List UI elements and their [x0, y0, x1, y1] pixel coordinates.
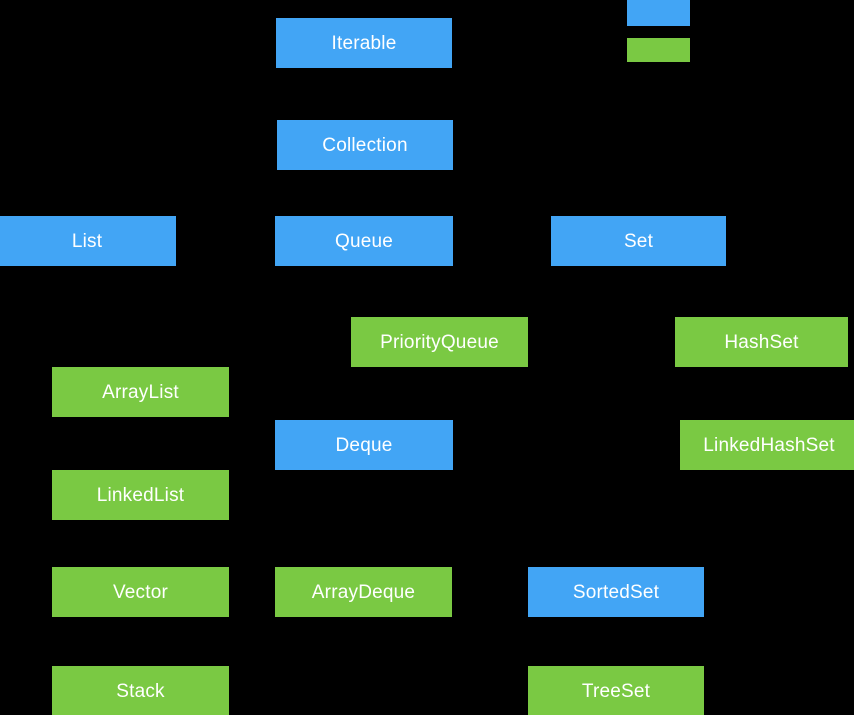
- edge-list-to-arraylist: [86, 266, 142, 367]
- node-label: Set: [623, 230, 654, 252]
- edge-collection-to-set: [364, 170, 640, 216]
- edge-iterable-to-collection: [363, 68, 366, 120]
- node-arraylist[interactable]: ArrayList: [52, 367, 229, 417]
- node-label: Collection: [322, 134, 408, 156]
- node-priorityqueue[interactable]: PriorityQueue: [351, 317, 528, 367]
- legend-swatch-class: [627, 38, 690, 62]
- edge-deque-to-arraydeque: [362, 470, 365, 567]
- node-label: Queue: [334, 230, 394, 252]
- edge-collection-to-list: [86, 170, 366, 216]
- node-queue[interactable]: Queue: [275, 216, 453, 266]
- node-label: List: [71, 230, 103, 252]
- node-label: Deque: [335, 434, 393, 456]
- legend-swatch-interface: [627, 0, 690, 26]
- node-collection[interactable]: Collection: [277, 120, 453, 170]
- edge-hashset-to-linkedhashset: [760, 367, 770, 420]
- node-label: PriorityQueue: [380, 331, 499, 353]
- node-label: ArrayList: [102, 381, 179, 403]
- node-set[interactable]: Set: [551, 216, 726, 266]
- node-sortedset[interactable]: SortedSet: [528, 567, 704, 617]
- node-label: Stack: [116, 680, 165, 702]
- node-arraydeque[interactable]: ArrayDeque: [275, 567, 452, 617]
- node-label: ArrayDeque: [311, 581, 416, 603]
- node-label: Iterable: [331, 32, 397, 54]
- node-label: LinkedHashSet: [703, 434, 835, 456]
- node-label: Vector: [112, 581, 169, 603]
- edge-collection-to-queue: [363, 170, 366, 216]
- node-label: LinkedList: [96, 484, 185, 506]
- node-treeset[interactable]: TreeSet: [528, 666, 704, 715]
- node-label: HashSet: [724, 331, 799, 353]
- node-vector[interactable]: Vector: [52, 567, 229, 617]
- edge-queue-to-priorityqueue: [363, 266, 441, 317]
- node-deque[interactable]: Deque: [275, 420, 453, 470]
- node-label: TreeSet: [581, 680, 651, 702]
- node-list[interactable]: List: [0, 216, 176, 266]
- node-iterable[interactable]: Iterable: [276, 18, 452, 68]
- node-label: SortedSet: [572, 581, 660, 603]
- node-stack[interactable]: Stack: [52, 666, 229, 715]
- edge-set-to-sortedset: [615, 266, 640, 567]
- node-linkedlist[interactable]: LinkedList: [52, 470, 229, 520]
- node-hashset[interactable]: HashSet: [675, 317, 848, 367]
- node-linkedhashset[interactable]: LinkedHashSet: [680, 420, 854, 470]
- edge-set-to-hashset: [637, 266, 763, 317]
